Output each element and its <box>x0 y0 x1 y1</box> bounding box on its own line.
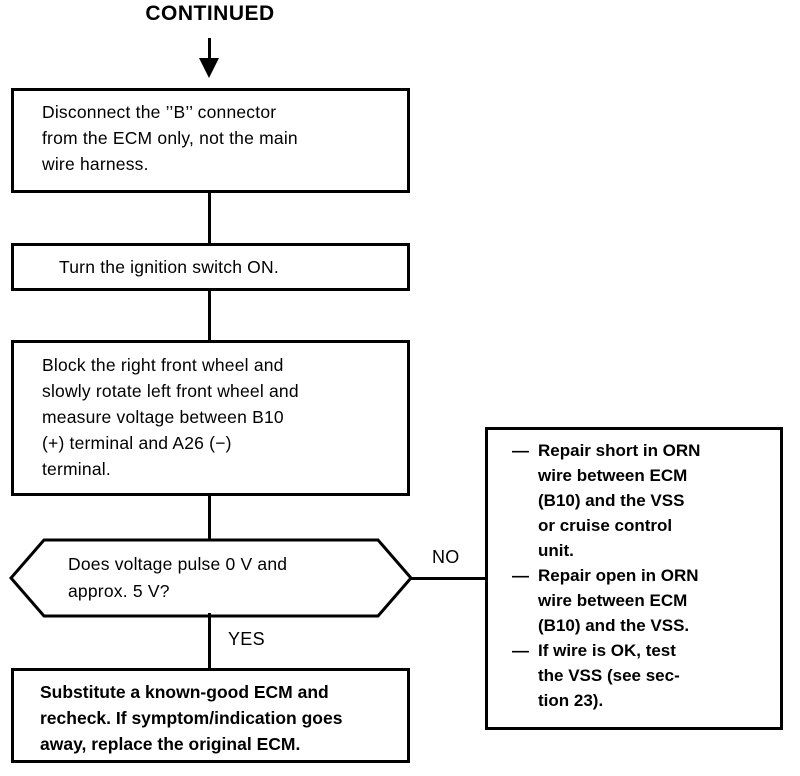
repair-actions-list: — Repair short in ORN wire between ECM (… <box>512 438 762 713</box>
branch-label-yes: YES <box>228 629 265 649</box>
list-item: — Repair open in ORN wire between ECM (B… <box>512 563 762 638</box>
step-ignition-switch-on-label: Turn the ignition switch ON. <box>59 257 279 277</box>
dash-bullet-icon: — <box>512 641 529 660</box>
connector-step1-to-step2 <box>208 191 211 245</box>
connector-step2-to-step3 <box>208 289 211 343</box>
decision-hexagon-shape <box>9 538 413 618</box>
connector-decision-no <box>409 577 487 580</box>
list-item-label: If wire is OK, test the VSS (see sec- ti… <box>538 641 680 710</box>
step-substitute-ecm-label: Substitute a known-good ECM and recheck.… <box>40 682 343 754</box>
repair-actions-box[interactable] <box>485 427 783 730</box>
list-item: — Repair short in ORN wire between ECM (… <box>512 438 762 563</box>
branch-label-no: NO <box>432 547 460 567</box>
step-substitute-ecm[interactable] <box>11 668 410 763</box>
list-item-label: Repair open in ORN wire between ECM (B10… <box>538 566 699 635</box>
arrowhead-down-icon <box>199 58 219 78</box>
connector-step3-to-decision <box>208 494 211 542</box>
connector-decision-yes <box>208 613 211 670</box>
decision-voltage-pulse-label: Does voltage pulse 0 V and approx. 5 V? <box>68 554 288 601</box>
list-item: — If wire is OK, test the VSS (see sec- … <box>512 638 762 713</box>
step-measure-voltage-label: Block the right front wheel and slowly r… <box>42 355 299 479</box>
list-item-label: Repair short in ORN wire between ECM (B1… <box>538 441 701 560</box>
dash-bullet-icon: — <box>512 566 529 585</box>
step-disconnect-b-connector-label: Disconnect the ’’B’’ connector from the … <box>42 102 298 174</box>
decision-voltage-pulse[interactable] <box>9 538 413 618</box>
page-title: CONTINUED <box>145 2 275 25</box>
connector-title-to-step1 <box>208 38 211 62</box>
dash-bullet-icon: — <box>512 441 529 460</box>
